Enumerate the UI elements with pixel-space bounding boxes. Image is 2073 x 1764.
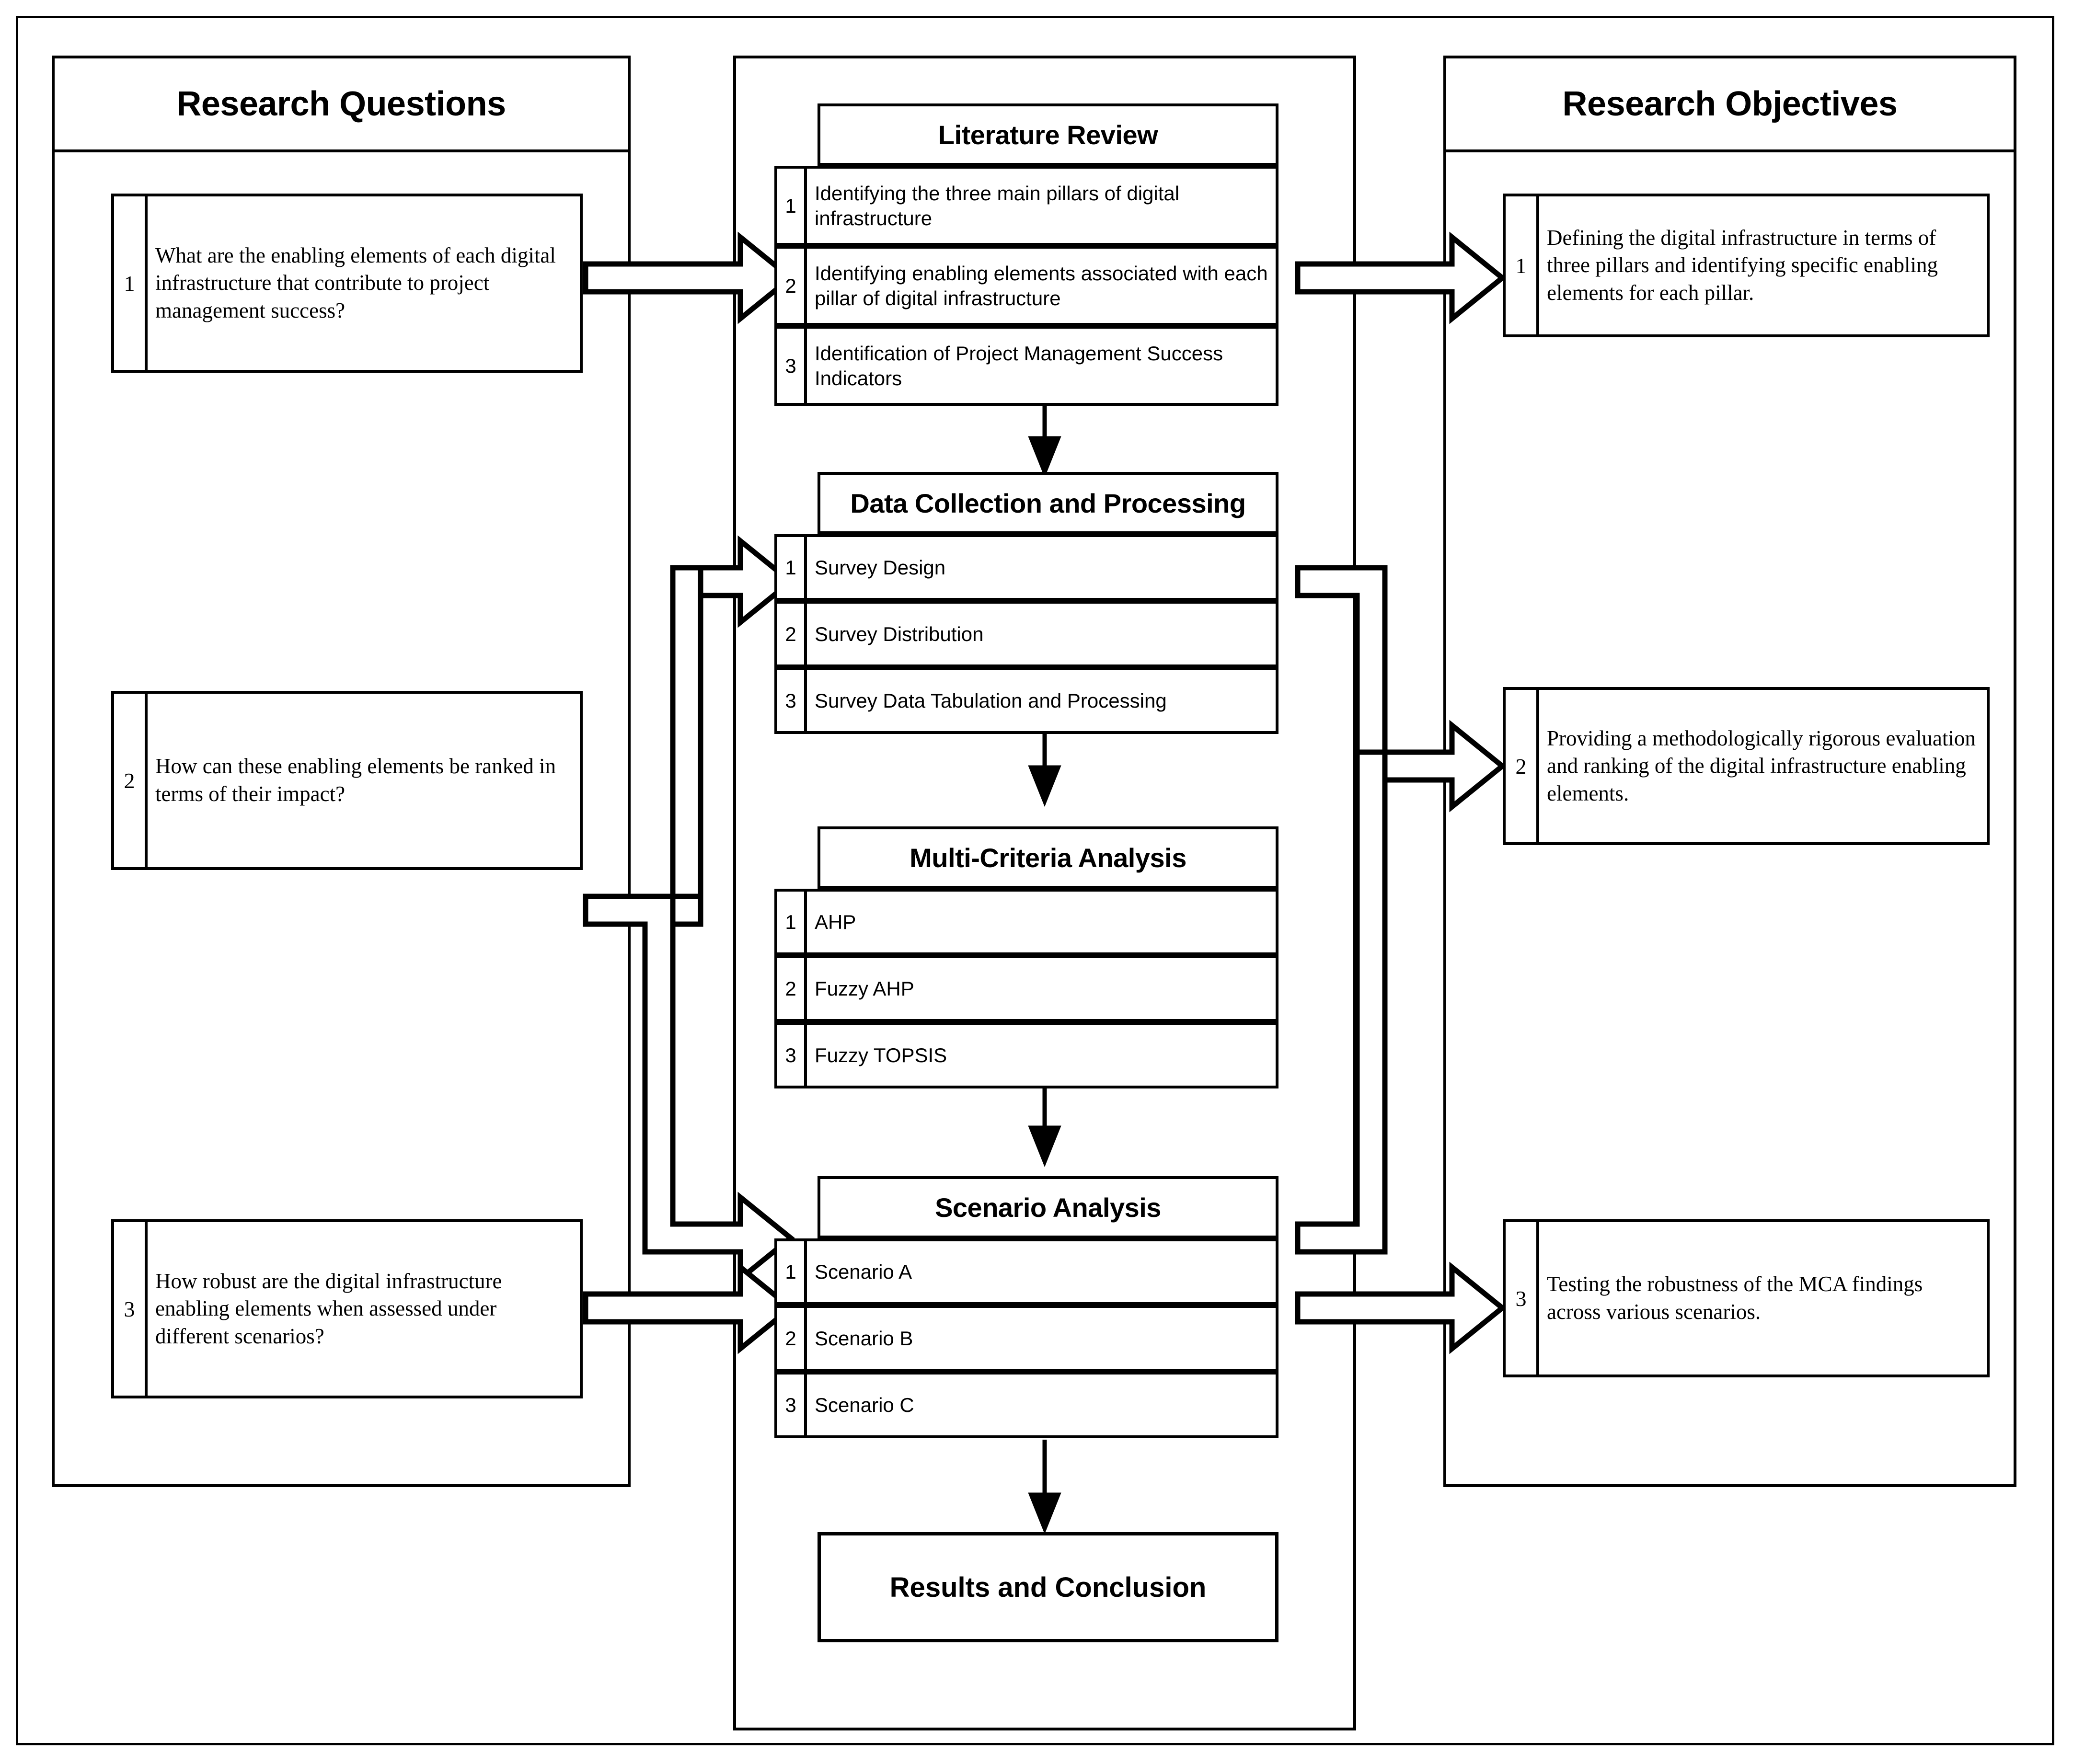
multi-criteria-item-1-text: AHP (815, 910, 856, 933)
scenario-analysis-item-3-text: Scenario C (815, 1393, 914, 1416)
research-question-3-number: 3 (114, 1222, 148, 1396)
multi-criteria-item-2-text: Fuzzy AHP (815, 977, 914, 1000)
multi-criteria-item-1[interactable]: 1 AHP (774, 889, 1278, 955)
research-questions-title: Research Questions (52, 56, 631, 152)
multi-criteria-item-3[interactable]: 3 Fuzzy TOPSIS (774, 1022, 1278, 1088)
outer-frame (16, 16, 2054, 1745)
literature-review-item-2-number: 2 (777, 249, 807, 323)
research-objective-2-number: 2 (1506, 690, 1539, 842)
research-question-2-text: How can these enabling elements be ranke… (155, 754, 556, 806)
literature-review-item-3[interactable]: 3 Identification of Project Management S… (774, 326, 1278, 406)
multi-criteria-item-2[interactable]: 2 Fuzzy AHP (774, 955, 1278, 1022)
results-and-conclusion-box[interactable]: Results and Conclusion (818, 1532, 1278, 1642)
literature-review-item-3-number: 3 (777, 329, 807, 403)
stage-scenario-analysis-title: Scenario Analysis (818, 1176, 1278, 1238)
research-objective-2-text: Providing a methodologically rigorous ev… (1547, 726, 1976, 805)
research-question-3-text: How robust are the digital infrastructur… (155, 1269, 502, 1348)
data-collection-item-3-number: 3 (777, 670, 807, 731)
data-collection-item-2-number: 2 (777, 604, 807, 664)
research-question-1-text: What are the enabling elements of each d… (155, 243, 556, 322)
data-collection-item-1-number: 1 (777, 537, 807, 598)
research-objective-3[interactable]: 3 Testing the robustness of the MCA find… (1503, 1219, 1990, 1377)
research-objective-1-text: Defining the digital infrastructure in t… (1547, 225, 1938, 305)
research-question-1-number: 1 (114, 196, 148, 370)
literature-review-item-2-text: Identifying enabling elements associated… (815, 262, 1268, 309)
scenario-analysis-item-1-text: Scenario A (815, 1260, 912, 1283)
arrow-literature-to-objective1 (1295, 231, 1507, 324)
literature-review-item-1-text: Identifying the three main pillars of di… (815, 182, 1180, 229)
literature-review-item-3-text: Identification of Project Management Suc… (815, 342, 1223, 389)
multi-criteria-item-1-number: 1 (777, 892, 807, 952)
arrowhead-data-to-mca (1028, 765, 1061, 807)
arrow-rq1-to-literature (583, 231, 795, 324)
research-question-1[interactable]: 1 What are the enabling elements of each… (111, 194, 583, 373)
data-collection-item-1-text: Survey Design (815, 556, 946, 579)
stage-literature-review-title: Literature Review (818, 103, 1278, 166)
arrow-mca-to-objective2 (1295, 749, 1388, 1255)
arrow-scenario-to-objective3 (1295, 1261, 1507, 1354)
literature-review-item-1-number: 1 (777, 169, 807, 243)
scenario-analysis-item-2-number: 2 (777, 1308, 807, 1369)
research-question-3[interactable]: 3 How robust are the digital infrastruct… (111, 1219, 583, 1398)
arrowhead-mca-to-scenario (1028, 1125, 1061, 1168)
scenario-analysis-item-3[interactable]: 3 Scenario C (774, 1372, 1278, 1438)
stage-multi-criteria-title: Multi-Criteria Analysis (818, 826, 1278, 889)
research-objective-3-number: 3 (1506, 1222, 1539, 1375)
research-objective-1-number: 1 (1506, 196, 1539, 334)
arrowhead-scenario-to-results (1028, 1492, 1061, 1535)
multi-criteria-item-3-number: 3 (777, 1025, 807, 1086)
data-collection-item-3-text: Survey Data Tabulation and Processing (815, 689, 1167, 712)
stage-data-collection-title: Data Collection and Processing (818, 472, 1278, 534)
scenario-analysis-item-3-number: 3 (777, 1375, 807, 1435)
scenario-analysis-item-2[interactable]: 2 Scenario B (774, 1305, 1278, 1372)
research-question-2[interactable]: 2 How can these enabling elements be ran… (111, 691, 583, 870)
research-objective-3-text: Testing the robustness of the MCA findin… (1547, 1272, 1923, 1324)
arrowhead-literature-to-data (1028, 436, 1061, 478)
research-objective-2[interactable]: 2 Providing a methodologically rigorous … (1503, 687, 1990, 845)
scenario-analysis-item-1[interactable]: 1 Scenario A (774, 1238, 1278, 1305)
literature-review-item-2[interactable]: 2 Identifying enabling elements associat… (774, 246, 1278, 326)
arrow-datacollection-to-objective2 (1295, 565, 1507, 813)
multi-criteria-item-2-number: 2 (777, 958, 807, 1019)
multi-criteria-item-3-text: Fuzzy TOPSIS (815, 1043, 947, 1066)
data-collection-item-2[interactable]: 2 Survey Distribution (774, 601, 1278, 667)
research-question-2-number: 2 (114, 694, 148, 867)
data-collection-item-1[interactable]: 1 Survey Design (774, 534, 1278, 601)
scenario-analysis-item-2-text: Scenario B (815, 1327, 913, 1350)
scenario-analysis-item-1-number: 1 (777, 1241, 807, 1302)
research-objectives-title: Research Objectives (1443, 56, 2016, 152)
research-objective-1[interactable]: 1 Defining the digital infrastructure in… (1503, 194, 1990, 337)
data-collection-item-2-text: Survey Distribution (815, 622, 984, 645)
data-collection-item-3[interactable]: 3 Survey Data Tabulation and Processing (774, 667, 1278, 734)
arrow-rq2-to-mca (583, 565, 795, 1284)
literature-review-item-1[interactable]: 1 Identifying the three main pillars of … (774, 166, 1278, 246)
arrow-rq3-to-scenario (583, 1261, 795, 1354)
